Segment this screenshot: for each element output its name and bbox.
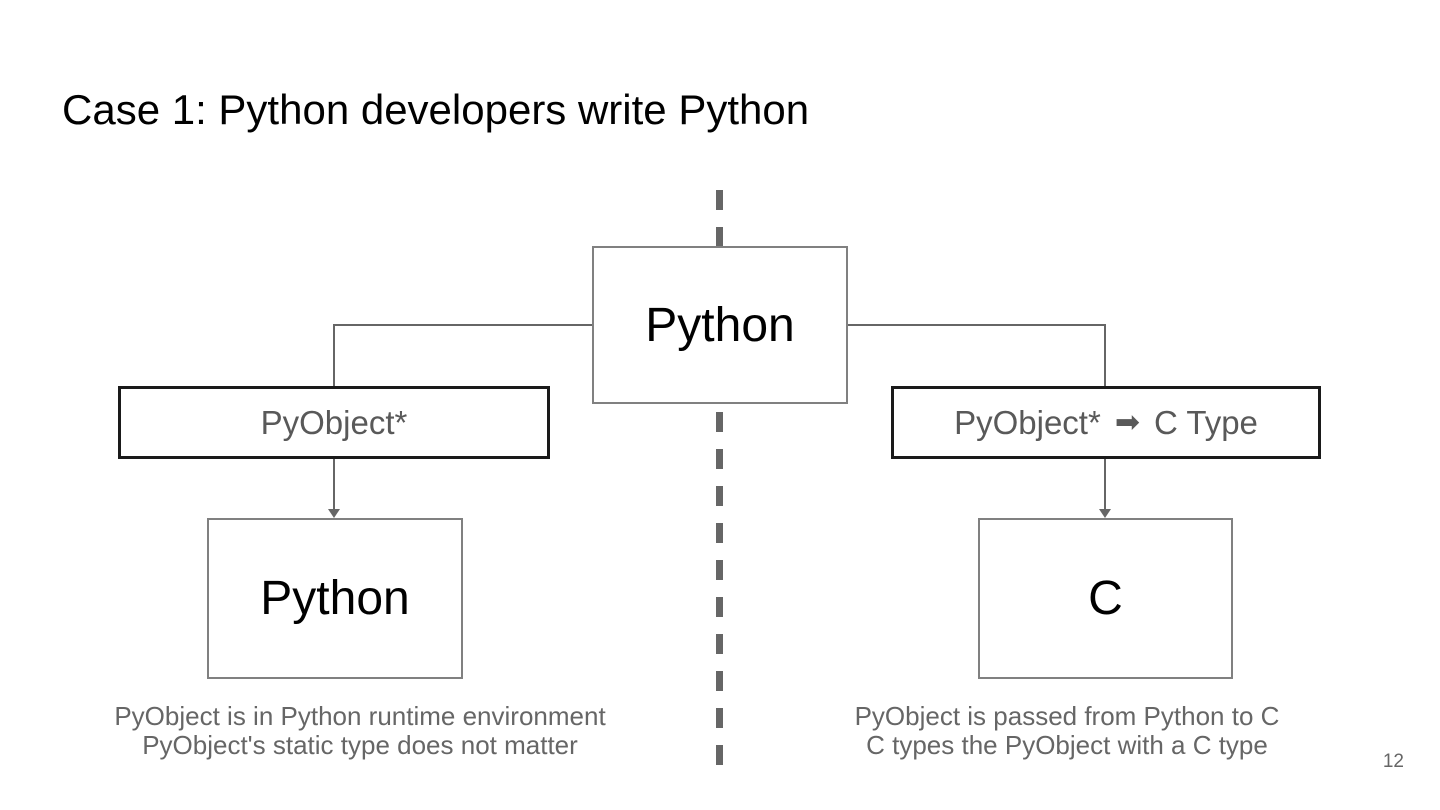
connector-top-to-right-horizontal [847, 324, 1106, 326]
caption-right-line1: PyObject is passed from Python to C [854, 701, 1280, 731]
connector-right-riser [1104, 324, 1106, 387]
arrowhead-down-left-icon [328, 509, 340, 518]
node-pyobject-pointer-left-label: PyObject* [260, 403, 408, 441]
node-python-top: Python [592, 246, 848, 404]
connector-top-to-left-horizontal [334, 324, 592, 326]
caption-left-line1: PyObject is in Python runtime environmen… [114, 701, 606, 731]
arrowhead-down-right-icon [1099, 509, 1111, 518]
node-c-bottom: C [978, 518, 1233, 679]
node-pyobject-to-ctype-label-left: PyObject* [954, 403, 1101, 441]
caption-left-line2: PyObject's static type does not matter [142, 730, 578, 760]
dashed-divider-line [716, 190, 723, 778]
page-number: 12 [1382, 751, 1404, 772]
slide-title: Case 1: Python developers write Python [62, 86, 810, 133]
connector-left-riser [333, 324, 335, 387]
node-pyobject-to-ctype-label-right: C Type [1153, 403, 1258, 441]
node-python-bottom: Python [207, 518, 463, 679]
arrow-right-shaft [1104, 459, 1106, 510]
node-pyobject-to-ctype: PyObject* ➡ C Type [891, 386, 1321, 459]
node-python-bottom-label: Python [260, 572, 410, 625]
right-arrow-icon: ➡ [1114, 406, 1140, 439]
caption-right-line2: C types the PyObject with a C type [866, 730, 1268, 760]
caption-left: PyObject is in Python runtime environmen… [50, 702, 670, 760]
caption-right: PyObject is passed from Python to C C ty… [767, 702, 1367, 760]
node-pyobject-pointer-left: PyObject* [118, 386, 550, 459]
node-c-bottom-label: C [1088, 572, 1123, 625]
arrow-left-shaft [333, 459, 335, 510]
node-python-top-label: Python [645, 298, 795, 352]
